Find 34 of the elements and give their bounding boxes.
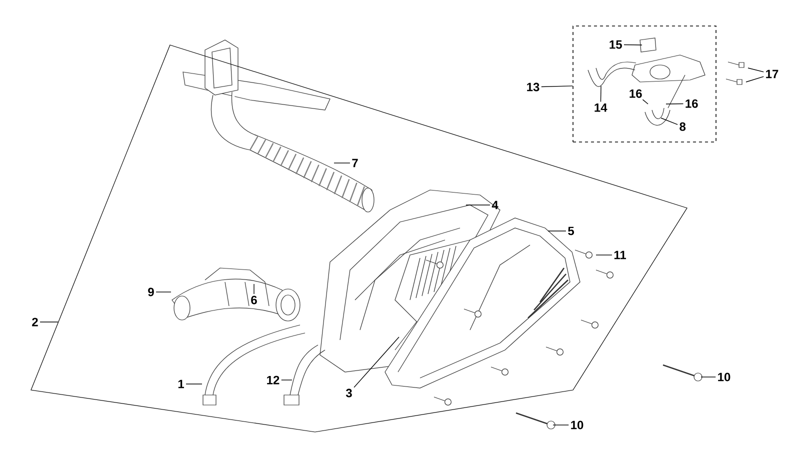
callout-number: 16 — [686, 99, 698, 108]
callout-number: 5 — [568, 226, 574, 236]
callout-number: 10 — [718, 372, 730, 382]
callout-number: 8 — [680, 122, 686, 131]
leader-line — [548, 230, 566, 232]
leader-line — [746, 76, 764, 82]
callout-number: 15 — [610, 40, 622, 49]
leader-line — [541, 86, 573, 88]
leader-line — [334, 162, 350, 164]
leader-line — [596, 254, 612, 256]
callout-number: 13 — [527, 82, 540, 92]
callout-number: 14 — [594, 103, 608, 112]
leader-line — [552, 424, 569, 426]
callout-number: 7 — [352, 158, 358, 168]
callout-number: 2 — [32, 318, 38, 326]
callout-number: 1 — [178, 380, 184, 388]
callout-number: 12 — [267, 376, 280, 384]
leader-line — [466, 204, 490, 206]
leader-line — [624, 44, 642, 46]
leader-line — [642, 99, 648, 104]
callout-number: 17 — [766, 70, 778, 78]
callout-number: 9 — [148, 288, 154, 296]
leader-line — [660, 118, 678, 125]
callout-number: 6 — [251, 296, 257, 304]
leader-line — [354, 336, 400, 388]
callout-number: 3 — [346, 388, 352, 398]
callout-number: 16 — [630, 89, 642, 98]
leader-line — [600, 86, 602, 102]
callout-number: 11 — [614, 250, 626, 260]
leader-line — [700, 376, 716, 378]
callout-number: 10 — [571, 420, 584, 430]
dashed-frame — [572, 26, 716, 142]
leader-line — [748, 68, 764, 72]
leader-line — [666, 103, 684, 104]
